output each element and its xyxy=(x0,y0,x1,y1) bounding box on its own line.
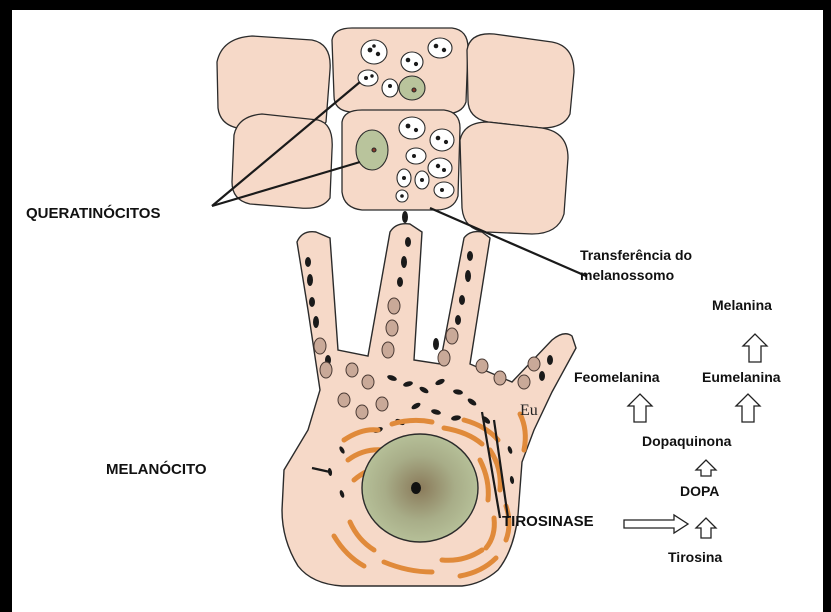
keratinocyte-cell xyxy=(467,34,574,128)
label-transfer-line1: Transferência do xyxy=(580,248,692,263)
up-arrow-icon xyxy=(743,334,767,362)
up-arrow-icon xyxy=(696,460,716,476)
pathway-pheomelanin: Feomelanina xyxy=(574,370,660,385)
pathway-dopa: DOPA xyxy=(680,484,719,499)
label-keratinocytes: QUERATINÓCITOS xyxy=(26,206,160,223)
keratinocyte-cells xyxy=(217,28,574,234)
melanocyte-illustration xyxy=(12,10,823,612)
nucleolus xyxy=(411,482,421,494)
up-arrow-icon xyxy=(696,518,716,538)
keratinocyte-cell xyxy=(460,122,568,234)
label-eu: Eu xyxy=(520,402,538,420)
up-arrow-icon xyxy=(628,394,652,422)
pathway-dopaquinone: Dopaquinona xyxy=(642,434,731,449)
pathway-eumelanin: Eumelanina xyxy=(702,370,781,385)
keratinocyte-cell xyxy=(232,114,332,208)
up-arrow-icon xyxy=(736,394,760,422)
right-arrow-icon xyxy=(624,515,688,533)
label-melanocyte: MELANÓCITO xyxy=(106,462,207,479)
diagram-canvas: QUERATINÓCITOS Transferência do melanoss… xyxy=(12,10,823,612)
pathway-melanin: Melanina xyxy=(712,298,772,313)
pathway-tyrosine: Tirosina xyxy=(668,550,722,565)
label-transfer-line2: melanossomo xyxy=(580,268,674,283)
label-tyrosinase: TIROSINASE xyxy=(502,514,594,531)
